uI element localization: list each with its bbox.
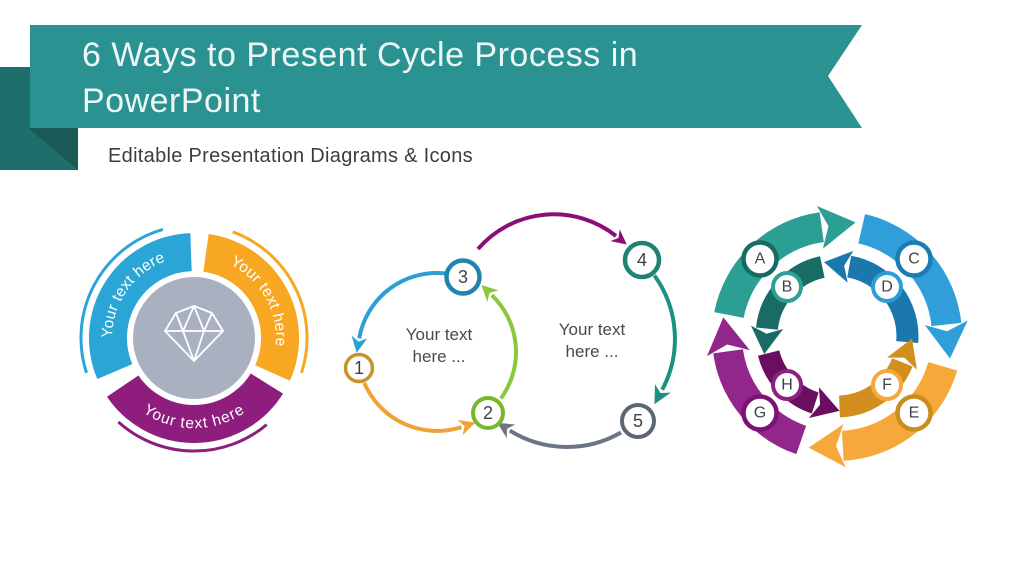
node-E-circle: [895, 394, 933, 432]
node-E-label: E: [909, 405, 920, 422]
node-G-label: G: [754, 405, 766, 422]
node-4-label: 4: [637, 250, 647, 270]
arrow-3-to-1: [351, 270, 446, 353]
node-D-circle: [871, 271, 903, 303]
thin-arc-blue: [79, 227, 164, 374]
node-H-label: H: [781, 377, 793, 394]
center-circle: [133, 277, 255, 399]
node-3-circle: [444, 258, 482, 296]
node-B-label: B: [782, 279, 793, 296]
node-2-circle: [471, 396, 505, 430]
node-F-circle: [871, 369, 903, 401]
node-2-label: 2: [483, 403, 493, 423]
arrow-4-to-5: [652, 274, 677, 405]
arrow-1-to-2: [362, 382, 476, 436]
node-A-label: A: [755, 251, 766, 268]
node-B-circle: [771, 271, 803, 303]
page-title-line2: PowerPoint: [82, 82, 261, 120]
numbered-cycle-diagram: 1 2 3 4 5 Your text here ... Your text h…: [343, 212, 677, 449]
page-subtitle: Editable Presentation Diagrams & Icons: [108, 145, 473, 167]
arrow-2-to-3: [481, 284, 518, 400]
right-placeholder-text-line1: Your text: [559, 320, 626, 339]
node-C-circle: [895, 240, 933, 278]
node-F-label: F: [882, 377, 892, 394]
ring-cycle-diagram: A B C D E F G H: [706, 205, 968, 468]
node-1-label: 1: [354, 358, 364, 378]
page-title-line1: 6 Ways to Present Cycle Process in: [82, 36, 639, 74]
title-ribbon: 6 Ways to Present Cycle Process in Power…: [30, 25, 862, 128]
node-1-circle: [343, 352, 375, 384]
thin-arc-purple: [117, 420, 268, 453]
node-A-circle: [741, 240, 779, 278]
node-C-label: C: [908, 251, 920, 268]
node-G-circle: [741, 394, 779, 432]
diamond-icon: [164, 305, 224, 362]
node-5-circle: [620, 403, 656, 439]
node-4-circle: [622, 240, 662, 280]
arrow-3-to-4: [476, 212, 627, 251]
segment-cycle-diagram: Your text here Your text here Your text …: [79, 227, 309, 453]
thin-arc-orange: [232, 230, 309, 374]
node-5-label: 5: [633, 411, 643, 431]
arrow-5-to-2: [497, 422, 622, 449]
arc-segment-blue: [89, 233, 193, 379]
node-H-circle: [771, 369, 803, 401]
arc-segment-purple: [106, 372, 283, 443]
right-placeholder-text-line2: here ...: [566, 342, 619, 361]
left-placeholder-text-line1: Your text: [406, 325, 473, 344]
arc-segment-orange: [202, 233, 300, 381]
node-3-label: 3: [458, 267, 468, 287]
left-placeholder-text-line2: here ...: [413, 347, 466, 366]
node-D-label: D: [881, 279, 893, 296]
